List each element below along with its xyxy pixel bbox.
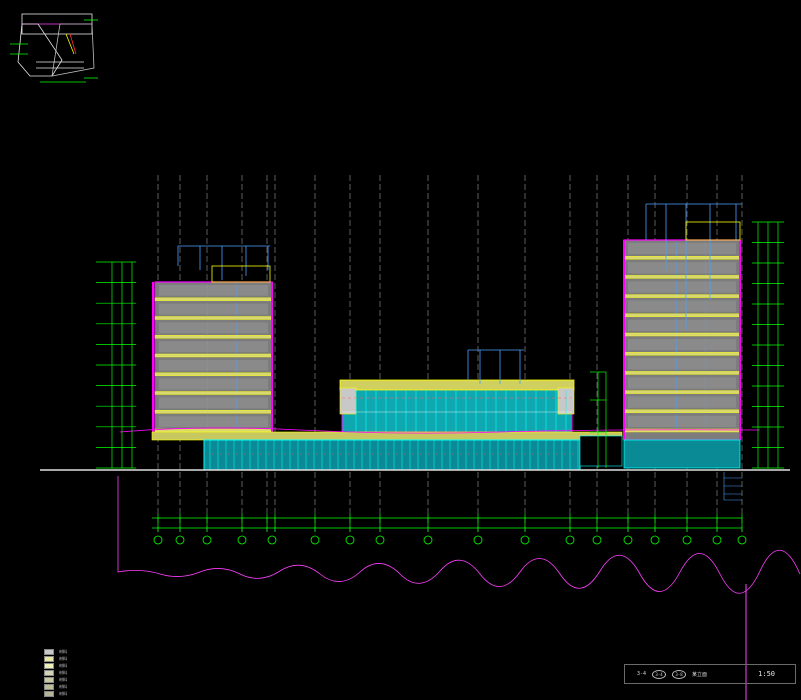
window-band xyxy=(628,377,736,389)
window-band xyxy=(628,339,736,351)
floor-slab xyxy=(154,372,273,376)
floor-slab xyxy=(623,332,741,337)
floor-slab xyxy=(154,410,273,414)
axis-bubble xyxy=(237,535,247,545)
legend-text: 材料 xyxy=(59,676,67,682)
axis-bubble xyxy=(592,535,602,545)
center-level-chain xyxy=(590,371,607,468)
axis-bubble xyxy=(153,535,163,545)
legend-swatch xyxy=(44,648,54,655)
floor-slab xyxy=(623,294,741,298)
legend-swatch xyxy=(44,690,54,697)
floor-slab xyxy=(623,409,741,413)
floor-slab xyxy=(623,390,741,394)
floor-slab xyxy=(154,297,273,301)
legend-item: 材料 xyxy=(44,676,104,683)
legend-text: 材料 xyxy=(59,662,67,668)
scale-label: 1:50 xyxy=(758,670,775,678)
floor-slab xyxy=(154,316,273,320)
legend-item: 材料 xyxy=(44,690,104,697)
title-block: 3-4 3-4 3-8 某立面 1:50 xyxy=(624,664,796,684)
legend-item: 材料 xyxy=(44,648,104,655)
axis-bubble xyxy=(623,535,633,545)
window-band xyxy=(159,397,268,409)
axis-bubble xyxy=(345,535,355,545)
floor-slab xyxy=(623,371,741,375)
legend-swatch xyxy=(44,662,54,669)
floor-slab xyxy=(623,275,741,279)
floor-slab xyxy=(154,391,273,395)
floor-slab xyxy=(623,352,741,356)
legend-text: 材料 xyxy=(59,690,67,696)
window-band xyxy=(628,319,736,331)
window-band xyxy=(628,396,736,408)
legend-swatch xyxy=(44,676,54,683)
axis-bubble xyxy=(712,535,722,545)
key-plan xyxy=(10,13,98,83)
axis-bubble xyxy=(520,535,530,545)
floor-slab xyxy=(154,353,273,358)
right-tower xyxy=(623,203,742,441)
window-band xyxy=(159,285,268,296)
window-band xyxy=(159,322,268,334)
axis-bubble xyxy=(423,535,433,545)
drawing-ref: 3-4 xyxy=(637,671,647,677)
legend-swatch xyxy=(44,655,54,662)
legend-item: 材料 xyxy=(44,655,104,662)
window-band xyxy=(628,243,736,255)
ref-bubble-b: 3-8 xyxy=(672,669,687,679)
window-band xyxy=(628,358,736,370)
left-level-chain xyxy=(96,261,136,469)
axis-bubbles xyxy=(153,535,747,545)
site-boundary xyxy=(117,476,801,594)
ref-bubble-a: 3-4 xyxy=(652,669,667,679)
legend-item: 材料 xyxy=(44,662,104,669)
floor-slab xyxy=(154,335,273,339)
axis-bubble xyxy=(175,535,185,545)
legend-item: 材料 xyxy=(44,669,104,676)
window-band xyxy=(628,262,736,274)
central-block xyxy=(339,349,575,433)
axis-bubble xyxy=(473,535,483,545)
bottom-dimensions xyxy=(152,514,743,532)
legend-swatch xyxy=(44,669,54,676)
material-legend: 材料材料材料材料材料材料材料 xyxy=(44,648,104,697)
window-band xyxy=(159,378,268,390)
window-band xyxy=(628,415,736,427)
axis-bubble xyxy=(737,535,747,545)
axis-bubble xyxy=(375,535,385,545)
callouts xyxy=(723,472,742,501)
axis-bubble xyxy=(682,535,692,545)
legend-text: 材料 xyxy=(59,669,67,675)
floor-slab xyxy=(154,428,273,433)
window-band xyxy=(628,281,736,293)
right-level-chain xyxy=(752,221,784,469)
window-band xyxy=(159,303,268,315)
legend-swatch xyxy=(44,683,54,690)
axis-bubble xyxy=(565,535,575,545)
window-band xyxy=(628,300,736,312)
legend-item: 材料 xyxy=(44,683,104,690)
left-tower xyxy=(152,245,273,440)
floor-slab xyxy=(623,313,741,317)
legend-text: 材料 xyxy=(59,655,67,661)
axis-bubble xyxy=(650,535,660,545)
legend-text: 材料 xyxy=(59,683,67,689)
sheet-label: 某立面 xyxy=(692,671,708,678)
axis-bubble xyxy=(202,535,212,545)
window-band xyxy=(159,416,268,427)
floor-slab xyxy=(623,256,741,260)
axis-bubble xyxy=(310,535,320,545)
window-band xyxy=(159,360,268,371)
legend-text: 材料 xyxy=(59,648,67,654)
window-band xyxy=(159,341,268,352)
axis-bubble xyxy=(267,535,277,545)
